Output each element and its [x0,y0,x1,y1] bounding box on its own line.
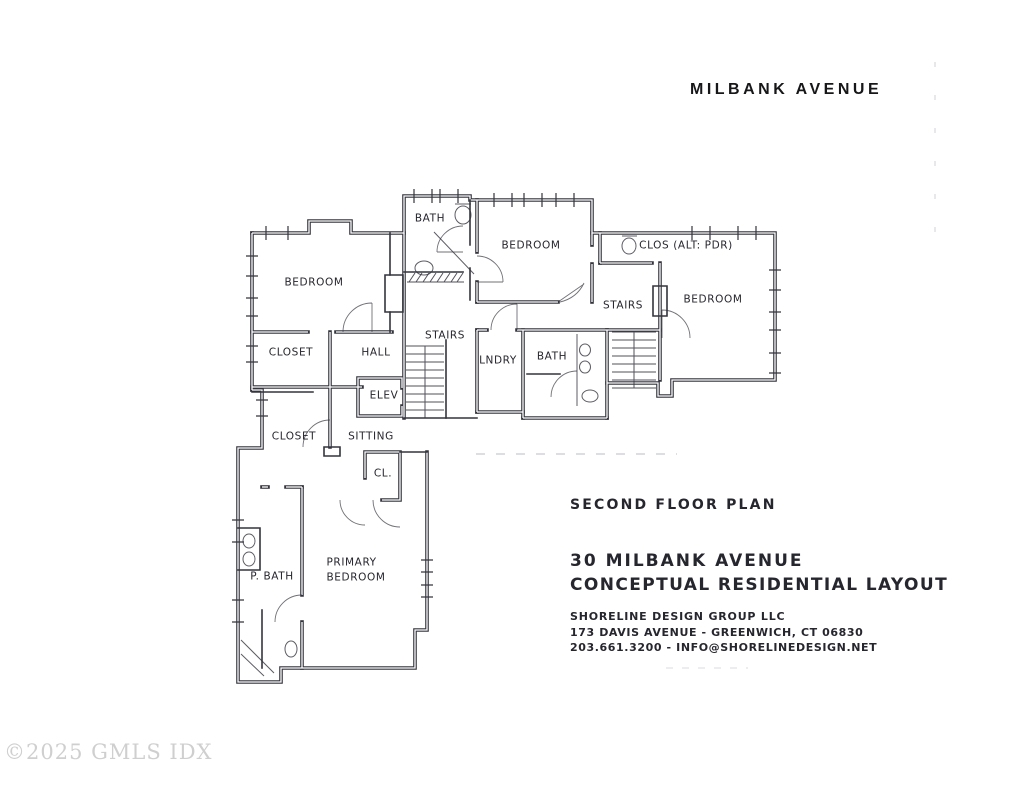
stair-treads [406,271,656,419]
room-label-closet: CLOSET [268,346,314,359]
room-label-bath: BATH [536,350,568,363]
room-label-elev: ELEV [369,389,399,402]
plumbing-fixtures [240,203,637,677]
room-label-stairs: STAIRS [424,329,466,342]
room-label-sitting: SITTING [348,430,394,443]
room-label-closet: CLOSET [271,430,317,443]
window-ticks [232,189,781,623]
room-label-bath: BATH [414,212,446,225]
plan-subtitle: CONCEPTUAL RESIDENTIAL LAYOUT [570,575,949,595]
room-label-cl: CL. [373,467,393,480]
room-label-lndry: LNDRY [479,354,517,367]
room-label-primary-bedroom: PRIMARY BEDROOM [326,556,386,583]
room-label-hall: HALL [361,346,391,359]
property-address: 30 MILBANK AVENUE [570,551,804,571]
plan-name: SECOND FLOOR PLAN [570,497,777,513]
firm-address: 173 DAVIS AVENUE - GREENWICH, CT 06830 [570,626,864,639]
room-label-bedroom: BEDROOM [501,239,561,252]
street-name-label: MILBANK AVENUE [690,81,883,98]
title-block: SECOND FLOOR PLAN 30 MILBANK AVENUE CONC… [570,497,948,654]
room-label-stairs: STAIRS [602,299,644,312]
door-swings [274,225,691,623]
mls-watermark: ©2025 GMLS IDX [4,740,213,764]
room-label-clos-alt-pdr: CLOS (ALT: PDR) [639,239,733,252]
room-label-bedroom: BEDROOM [284,276,344,289]
scan-artifacts [476,62,936,669]
room-label-bedroom: BEDROOM [683,293,743,306]
firm-name: SHORELINE DESIGN GROUP LLC [570,610,786,623]
room-label-p-bath: P. BATH [250,570,294,583]
firm-contact: 203.661.3200 - INFO@SHORELINEDESIGN.NET [570,641,878,654]
